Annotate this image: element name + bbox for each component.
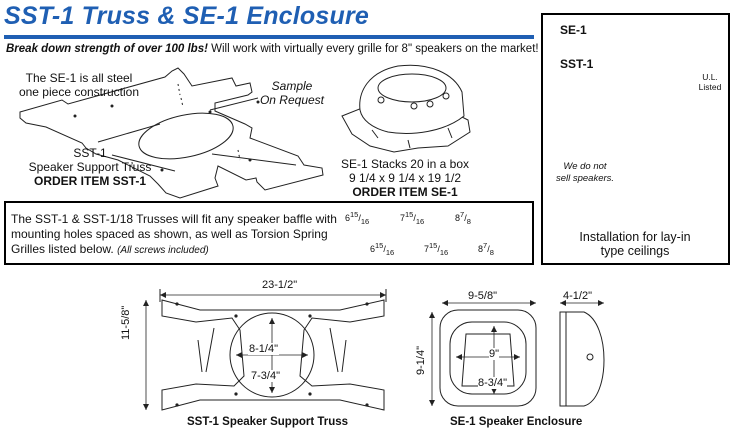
steel-note: The SE-1 is all steel one piece construc… xyxy=(4,71,154,99)
install-caption: Installation for lay-in type ceilings xyxy=(545,230,725,258)
install-sst1-label: SST-1 xyxy=(560,57,594,71)
truss-illustration xyxy=(19,67,324,199)
install-panel xyxy=(541,13,730,265)
truss-hole-v-dim: 7-3/4" xyxy=(250,370,281,382)
truss-height-dim: 11-5/8" xyxy=(120,305,132,340)
enclosure-depth-dim: 4-1/2" xyxy=(563,290,592,302)
compat-line2: mounting holes spaced as shown, as well … xyxy=(11,227,328,241)
no-sell-line1: We do not xyxy=(563,161,607,172)
truss-hole-h-dim: 8-1/4" xyxy=(248,343,279,355)
no-sell-note: We do not sell speakers. xyxy=(553,161,617,185)
enclosure-order: ORDER ITEM SE-1 xyxy=(352,185,458,199)
enclosure-illustration xyxy=(341,64,471,153)
tagline: Break down strength of over 100 lbs! Wil… xyxy=(6,43,539,55)
stack-line2: 9 1/4 x 9 1/4 x 19 1/2 xyxy=(348,171,462,185)
tagline-bold: Break down strength of over 100 lbs! xyxy=(6,43,208,55)
truss-label-line2: Speaker Support Truss xyxy=(28,160,152,174)
compat-line3: Grilles listed below. xyxy=(11,242,114,256)
install-se1-label: SE-1 xyxy=(560,23,587,37)
spacing-label-2-top: 715/16 xyxy=(400,210,425,226)
sample-note-line2: On Request xyxy=(259,93,325,107)
ul-listed: U.L. Listed xyxy=(690,72,730,92)
page-title: SST-1 Truss & SE-1 Enclosure xyxy=(4,2,369,30)
spacing-label-3-bottom: 87/8 xyxy=(478,241,494,257)
spacing-label-1-bottom: 615/16 xyxy=(370,241,395,257)
sample-note: Sample On Request xyxy=(252,79,332,107)
truss-plan-caption: SST-1 Speaker Support Truss xyxy=(187,416,349,428)
install-caption-line2: type ceilings xyxy=(600,244,670,258)
spacing-label-3-top: 87/8 xyxy=(455,210,471,226)
enclosure-height-dim: 9-1/4" xyxy=(415,346,427,375)
no-sell-line2: sell speakers. xyxy=(555,173,615,184)
truss-label: SST-1 Speaker Support Truss ORDER ITEM S… xyxy=(10,146,170,188)
stack-line1: SE-1 Stacks 20 in a box xyxy=(340,157,470,171)
tagline-rest: Will work with virtually every grille fo… xyxy=(207,43,539,55)
enclosure-inner-w-dim: 9" xyxy=(489,348,500,360)
enclosure-stack-note: SE-1 Stacks 20 in a box 9 1/4 x 9 1/4 x … xyxy=(330,157,480,199)
enclosure-inner-v-dim: 8-3/4" xyxy=(478,377,507,389)
compatibility-text: The SST-1 & SST-1/18 Trusses will fit an… xyxy=(11,212,341,258)
spacing-label-2-bottom: 715/16 xyxy=(424,241,449,257)
enclosure-width-dim: 9-5/8" xyxy=(468,290,497,302)
steel-note-line2: one piece construction xyxy=(18,85,140,99)
enclosure-plan-drawing xyxy=(429,300,605,407)
spacing-label-1-top: 615/16 xyxy=(345,210,370,226)
compatibility-panel xyxy=(4,201,534,265)
compat-line1: The SST-1 & SST-1/18 Trusses will fit an… xyxy=(11,212,337,226)
install-caption-line1: Installation for lay-in xyxy=(579,230,691,244)
sample-note-line1: Sample xyxy=(271,79,313,93)
truss-label-line1: SST-1 xyxy=(73,146,107,160)
steel-note-line1: The SE-1 is all steel xyxy=(25,71,133,85)
title-underline xyxy=(4,35,534,39)
enclosure-plan-caption: SE-1 Speaker Enclosure xyxy=(450,416,583,428)
truss-width-dim: 23-1/2" xyxy=(262,279,298,291)
compat-note: (All screws included) xyxy=(117,245,209,256)
truss-order: ORDER ITEM SST-1 xyxy=(33,174,146,188)
ul-line2: Listed xyxy=(698,82,722,92)
ul-line1: U.L. xyxy=(702,72,718,82)
